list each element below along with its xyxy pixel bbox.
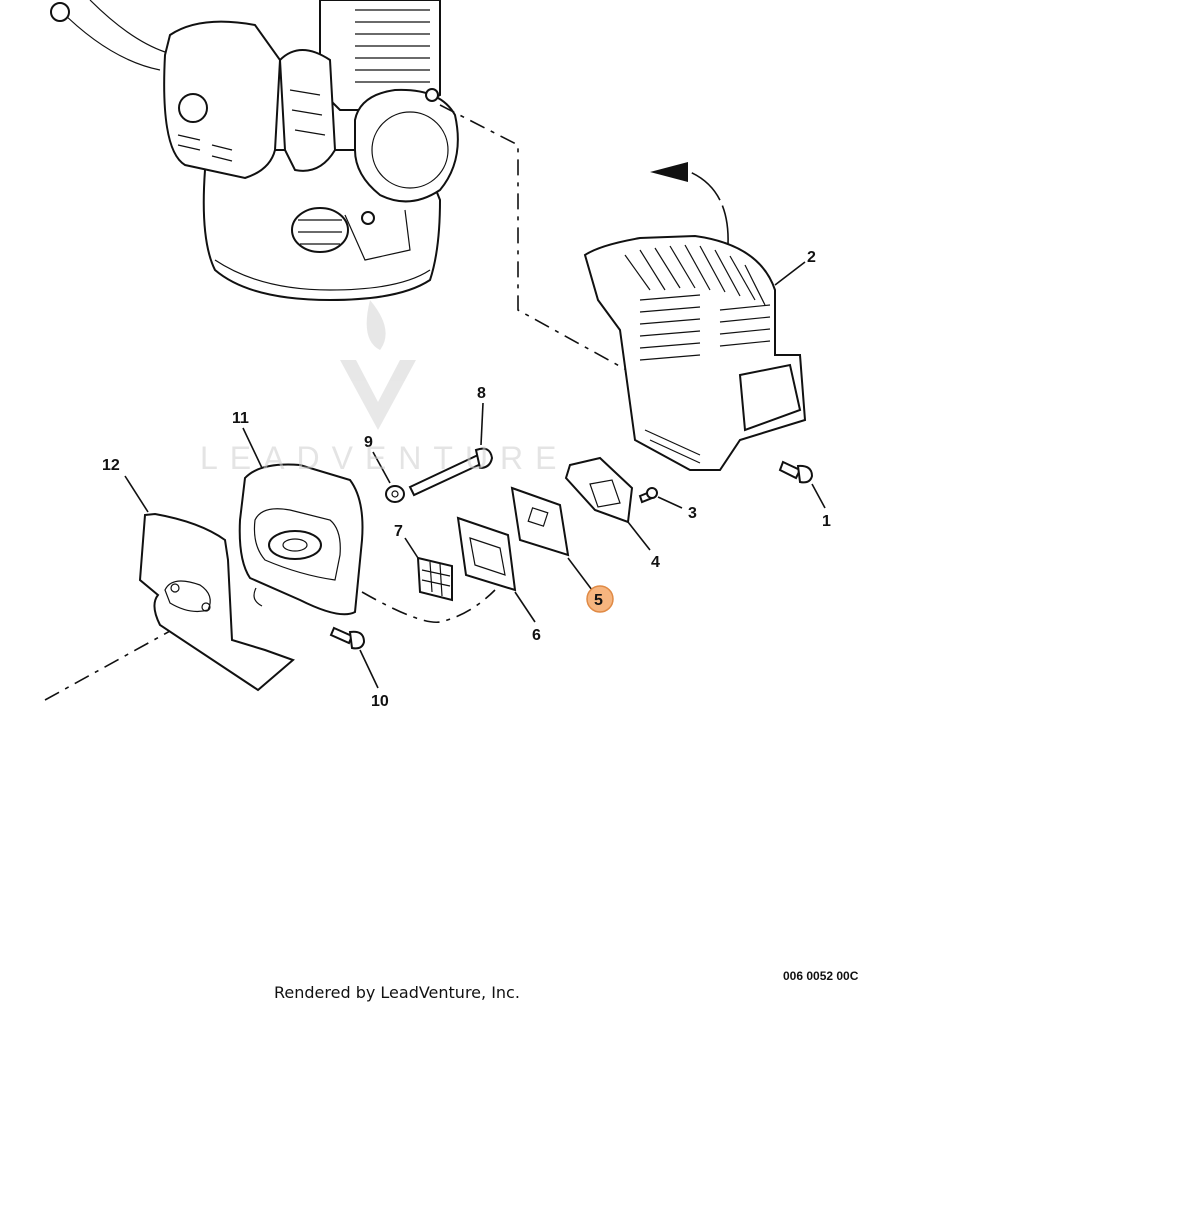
part-flange-4 bbox=[564, 456, 634, 524]
assembly-line-engine-to-shroud bbox=[439, 104, 691, 406]
part-gasket-6 bbox=[456, 516, 517, 592]
part-shroud bbox=[583, 234, 807, 471]
leader-1 bbox=[811, 483, 826, 509]
callout-6[interactable]: 6 bbox=[532, 627, 541, 644]
callout-11[interactable]: 11 bbox=[232, 410, 249, 427]
callout-labels: 1 2 3 4 5 6 7 8 9 10 11 12 bbox=[102, 249, 831, 710]
leader-6 bbox=[514, 591, 536, 623]
leader-5 bbox=[567, 557, 593, 591]
callout-9[interactable]: 9 bbox=[364, 434, 373, 451]
part-screw-10 bbox=[329, 626, 366, 650]
part-bolt-8 bbox=[408, 447, 494, 497]
part-screw-1 bbox=[778, 460, 814, 484]
render-credit: Rendered by LeadVenture, Inc. bbox=[274, 983, 520, 1002]
leader-4 bbox=[627, 521, 651, 551]
leader-11 bbox=[242, 427, 263, 469]
watermark-logo-icon bbox=[340, 300, 416, 430]
leader-7 bbox=[404, 537, 419, 559]
callout-4[interactable]: 4 bbox=[651, 554, 660, 571]
assembly-line-muffler-to-gasket bbox=[361, 589, 496, 624]
leader-8 bbox=[480, 402, 484, 446]
callout-5[interactable]: 5 bbox=[594, 592, 603, 609]
part-heat-shield-12 bbox=[138, 512, 295, 692]
callout-5-highlight bbox=[586, 585, 614, 613]
leader-lines bbox=[124, 261, 826, 689]
callout-8[interactable]: 8 bbox=[477, 385, 486, 402]
leader-12 bbox=[124, 475, 149, 513]
engine-assembly bbox=[50, 0, 459, 302]
callout-3[interactable]: 3 bbox=[688, 505, 697, 522]
assembly-line-plate bbox=[44, 619, 191, 701]
part-screw-3 bbox=[638, 487, 658, 504]
part-muffler-11 bbox=[238, 463, 364, 616]
watermark-text: LEADVENTURE bbox=[200, 440, 569, 476]
leader-10 bbox=[359, 649, 379, 689]
callout-7[interactable]: 7 bbox=[394, 523, 403, 540]
part-washer-9 bbox=[385, 485, 405, 503]
part-gasket-5 bbox=[510, 486, 570, 557]
callout-12[interactable]: 12 bbox=[102, 457, 120, 474]
rotation-arrow-icon bbox=[650, 162, 729, 246]
leader-9 bbox=[372, 451, 391, 484]
callout-10[interactable]: 10 bbox=[371, 693, 389, 710]
callout-2[interactable]: 2 bbox=[807, 249, 816, 266]
callout-1[interactable]: 1 bbox=[822, 513, 831, 530]
drawing-number: 006 0052 00C bbox=[783, 969, 859, 983]
leader-3 bbox=[657, 496, 683, 509]
part-spark-screen-7 bbox=[416, 556, 453, 602]
leader-2 bbox=[774, 261, 806, 286]
